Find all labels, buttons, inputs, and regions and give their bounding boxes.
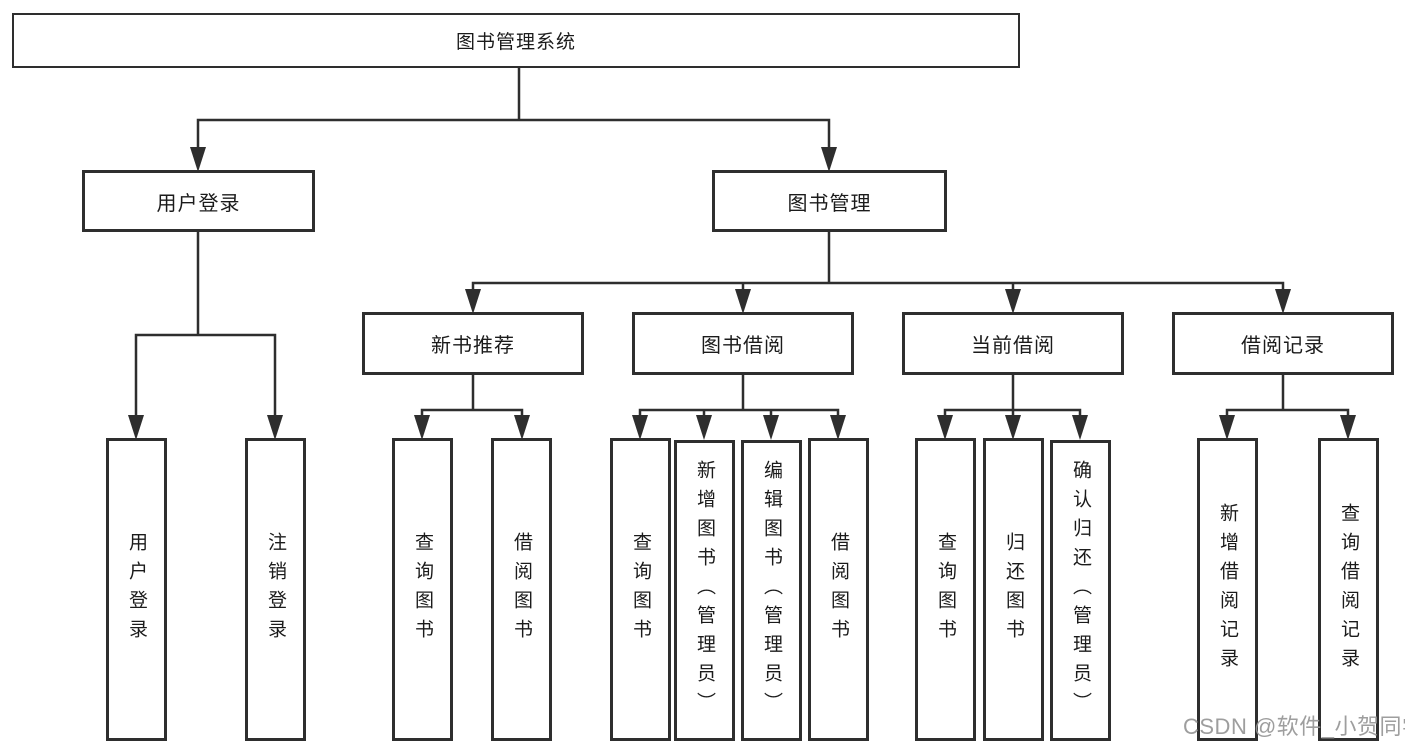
leaf-borrow-book-recommend: 借阅图书 [491, 438, 552, 741]
node-borrow-record-label: 借阅记录 [1241, 335, 1325, 357]
node-user-login: 用户登录 [82, 170, 315, 232]
leaf-confirm-return-admin: 确认归还（管理员） [1050, 440, 1111, 741]
leaf-borrow-book-borrow: 借阅图书 [808, 438, 869, 741]
node-user-login-label: 用户登录 [156, 192, 241, 215]
leaf-add-borrow-record: 新增借阅记录 [1197, 438, 1258, 741]
node-root-system: 图书管理系统 [12, 13, 1020, 68]
leaf-query-book-current-label: 查询图书 [935, 531, 956, 648]
leaf-borrow-book-borrow-label: 借阅图书 [828, 531, 849, 648]
leaf-query-book-recommend: 查询图书 [392, 438, 453, 741]
csdn-watermark: CSDN @软件_小贺同学 [1183, 714, 1405, 739]
leaf-return-book-label: 归还图书 [1003, 531, 1024, 648]
connector-paths [134, 64, 1350, 420]
leaf-query-borrow-record-label: 查询借阅记录 [1338, 502, 1359, 677]
leaf-query-borrow-record: 查询借阅记录 [1318, 438, 1379, 741]
node-borrow-record: 借阅记录 [1172, 312, 1394, 375]
node-current-borrow: 当前借阅 [902, 312, 1124, 375]
node-book-borrow-label: 图书借阅 [701, 335, 785, 357]
leaf-borrow-book-recommend-label: 借阅图书 [511, 531, 532, 648]
leaf-add-borrow-record-label: 新增借阅记录 [1217, 502, 1238, 677]
leaf-query-book-recommend-label: 查询图书 [412, 531, 433, 648]
node-new-book-recommend: 新书推荐 [362, 312, 584, 375]
leaf-logout-label: 注销登录 [265, 531, 286, 648]
leaf-query-book-current: 查询图书 [915, 438, 976, 741]
node-current-borrow-label: 当前借阅 [971, 335, 1055, 357]
leaf-logout: 注销登录 [245, 438, 306, 741]
leaf-user-login-label: 用户登录 [126, 531, 147, 648]
leaf-confirm-return-admin-label: 确认归还（管理员） [1070, 460, 1091, 721]
leaf-query-book-borrow-label: 查询图书 [630, 531, 651, 648]
node-book-management-label: 图书管理 [787, 192, 872, 215]
node-root-label: 图书管理系统 [455, 32, 576, 53]
leaf-add-book-admin: 新增图书（管理员） [674, 440, 735, 741]
node-new-book-recommend-label: 新书推荐 [431, 335, 515, 357]
leaf-query-book-borrow: 查询图书 [610, 438, 671, 741]
arrowhead-icons [128, 147, 1356, 440]
leaf-edit-book-admin: 编辑图书（管理员） [741, 440, 802, 741]
node-book-management: 图书管理 [712, 170, 947, 232]
node-book-borrow: 图书借阅 [632, 312, 854, 375]
leaf-add-book-admin-label: 新增图书（管理员） [694, 460, 715, 721]
leaf-edit-book-admin-label: 编辑图书（管理员） [761, 460, 782, 721]
leaf-user-login: 用户登录 [106, 438, 167, 741]
leaf-return-book: 归还图书 [983, 438, 1044, 741]
